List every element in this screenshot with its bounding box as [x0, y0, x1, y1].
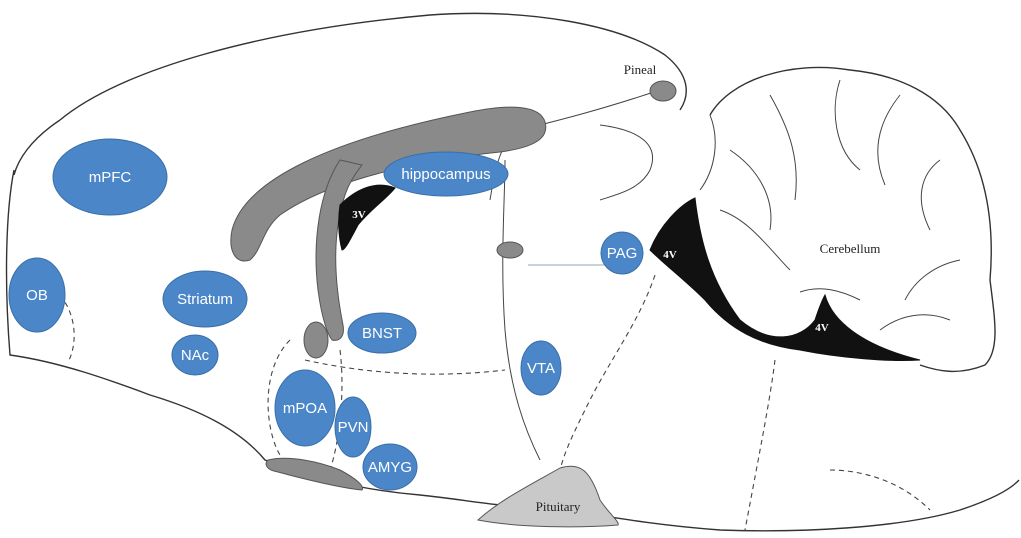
fourth-ventricle — [650, 198, 920, 361]
optic-tract — [266, 458, 362, 490]
label-hippocampus: hippocampus — [401, 166, 490, 183]
label-cerebellum: Cerebellum — [820, 241, 881, 256]
label-mpfc: mPFC — [89, 169, 132, 186]
third-ventricle — [339, 185, 395, 250]
aqueduct-mark — [497, 242, 523, 258]
label-pituitary: Pituitary — [536, 499, 581, 514]
label-amyg: AMYG — [368, 459, 412, 476]
label-pag: PAG — [607, 245, 638, 262]
cerebellum-folia — [720, 80, 960, 330]
label-3v: 3V — [352, 209, 366, 221]
brain-outline — [7, 13, 1019, 530]
label-ob: OB — [26, 287, 48, 304]
label-bnst: BNST — [362, 325, 402, 342]
pineal-gland — [650, 81, 676, 101]
midbrain-dashed — [560, 275, 930, 530]
frontal-curve — [14, 120, 60, 175]
label-4v-lower: 4V — [815, 322, 829, 334]
label-pineal: Pineal — [624, 62, 657, 77]
label-mpoa: mPOA — [283, 400, 327, 417]
label-nac: NAc — [181, 347, 210, 364]
label-pvn: PVN — [338, 419, 369, 436]
label-vta: VTA — [527, 360, 555, 377]
label-4v-upper: 4V — [663, 249, 677, 261]
label-striatum: Striatum — [177, 291, 233, 308]
cerebellum-outline — [710, 67, 995, 371]
pituitary-gland — [478, 466, 618, 527]
anterior-commissure — [304, 322, 328, 358]
